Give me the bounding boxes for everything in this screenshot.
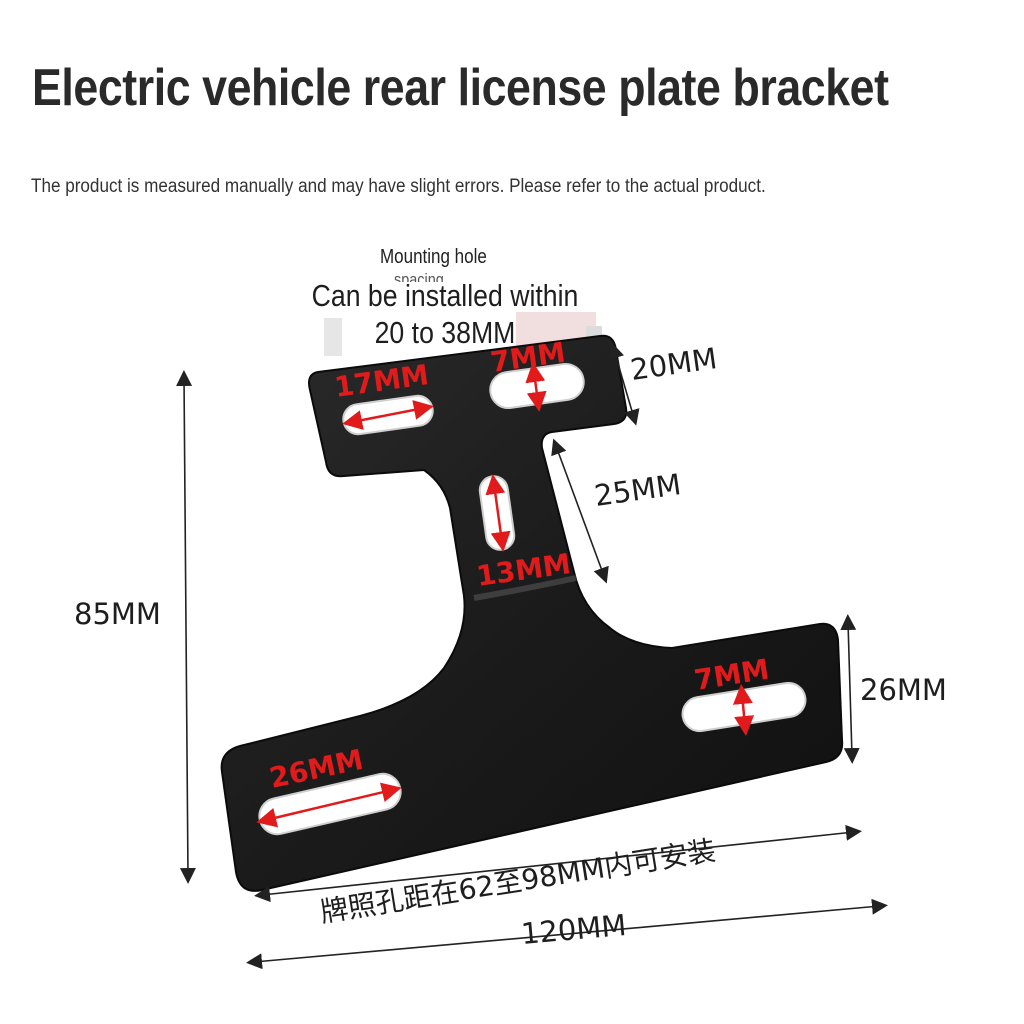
page-title: Electric vehicle rear license plate brac… — [32, 59, 889, 117]
mounting-hole-label: Mounting hole — [380, 246, 487, 268]
slot-dimension-arrows — [256, 362, 755, 828]
dim-total-height: 85MM — [74, 597, 161, 631]
install-range-line2: 20 to 38MM — [374, 315, 516, 350]
outer-dimension-arrows — [176, 342, 888, 970]
dim-neck-height: 25MM — [592, 467, 683, 513]
dim-total-width: 120MM — [520, 908, 628, 951]
disclaimer-text: The product is measured manually and may… — [31, 176, 766, 197]
install-range-line1: Can be installed within — [311, 278, 579, 313]
mounting-hole-label-cut: spacing — [394, 270, 444, 282]
dim-bottom-height: 26MM — [860, 673, 947, 707]
